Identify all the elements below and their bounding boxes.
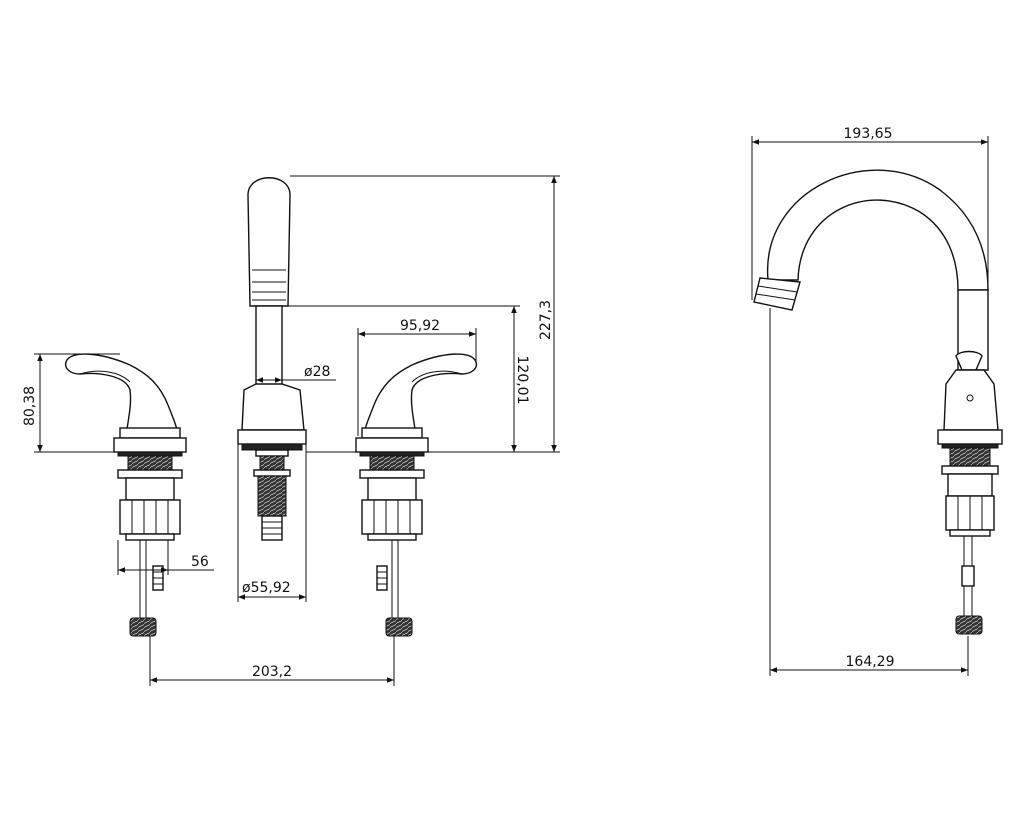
dimension-spout-reach-bottom: 164,29 [769, 308, 969, 676]
dimension-spout-reach-top: 193,65 [751, 126, 989, 300]
dimension-overall-height: 227,3 [290, 175, 560, 452]
dimension-handle-height: 80,38 [22, 353, 120, 453]
base-diameter-label: ø55,92 [242, 580, 291, 596]
spout-reach-bottom-label: 164,29 [846, 654, 895, 670]
center-spread-label: 203,2 [252, 664, 292, 680]
dimension-shank-offset: 56 [117, 540, 214, 575]
dimension-spout-diameter: ø28 [256, 364, 336, 383]
right-handle-valve [355, 353, 478, 637]
dimension-base-diameter: ø55,92 [237, 444, 307, 602]
dimension-handle-reach: 95,92 [357, 318, 477, 436]
dimension-center-spread: 203,2 [149, 636, 395, 686]
overall-height-label: 227,3 [538, 300, 554, 340]
handle-reach-label: 95,92 [400, 318, 440, 334]
left-handle-valve [64, 353, 187, 637]
handle-height-label: 80,38 [22, 386, 38, 426]
side-view-faucet [753, 169, 1003, 635]
center-spout-front [237, 177, 307, 541]
spout-diameter-label: ø28 [304, 364, 330, 380]
dimension-spout-outlet-height: 120,01 [288, 305, 560, 453]
shank-offset-label: 56 [191, 554, 209, 570]
spout-outlet-height-label: 120,01 [514, 356, 530, 405]
spout-reach-top-label: 193,65 [844, 126, 893, 142]
